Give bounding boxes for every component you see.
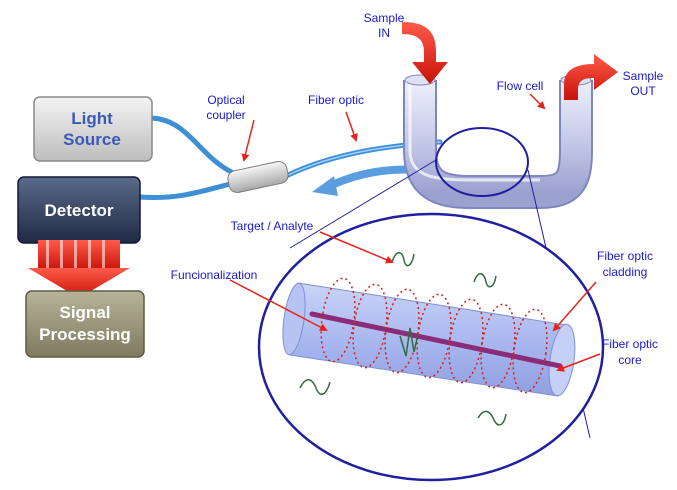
label-arrows <box>229 93 601 372</box>
detector-to-signal-arrow <box>28 240 130 298</box>
light-source-label-line1: Light <box>71 109 113 128</box>
fiber-optic-label: Fiber optic <box>308 93 364 107</box>
sample-out-label-line1: Sample <box>623 69 664 83</box>
light-source-label-line2: Source <box>63 130 121 149</box>
cladding-label-line1: Fiber optic <box>597 249 653 263</box>
optical-coupler-label-line2: coupler <box>206 108 245 122</box>
sample-in-arrow <box>402 22 448 84</box>
signal-processing-label-line1: Signal <box>59 303 110 322</box>
analyte-molecules <box>299 252 507 426</box>
flow-cell-label: Flow cell <box>497 79 544 93</box>
zoom-line-left <box>289 159 437 249</box>
optical-coupler-label-line1: Optical <box>207 93 244 107</box>
signal-processing-label-line2: Processing <box>39 325 131 344</box>
sample-in-label-line2: IN <box>378 26 390 40</box>
funcionalization-rings <box>320 277 548 394</box>
light-source-box: Light Source <box>33 96 153 162</box>
sample-out-label-line2: OUT <box>630 84 656 98</box>
sample-out-arrow <box>564 54 618 100</box>
detector-box: Detector <box>17 176 141 244</box>
target-analyte-label: Target / Analyte <box>231 219 314 233</box>
funcionalization-label: Funcionalization <box>171 268 258 282</box>
zoom-source-ellipse <box>435 127 529 197</box>
detector-label: Detector <box>45 201 114 220</box>
core-label-line2: core <box>618 353 642 367</box>
signal-processing-box: Signal Processing <box>25 290 145 358</box>
fiber-cables <box>137 115 443 201</box>
core-label-line1: Fiber optic <box>602 337 658 351</box>
fiber-to-detector <box>137 179 241 201</box>
fiber-from-light-source <box>149 115 241 178</box>
optical-coupler <box>227 160 289 194</box>
sample-in-label-line1: Sample <box>364 11 405 25</box>
cladding-label-line2: cladding <box>603 265 648 279</box>
